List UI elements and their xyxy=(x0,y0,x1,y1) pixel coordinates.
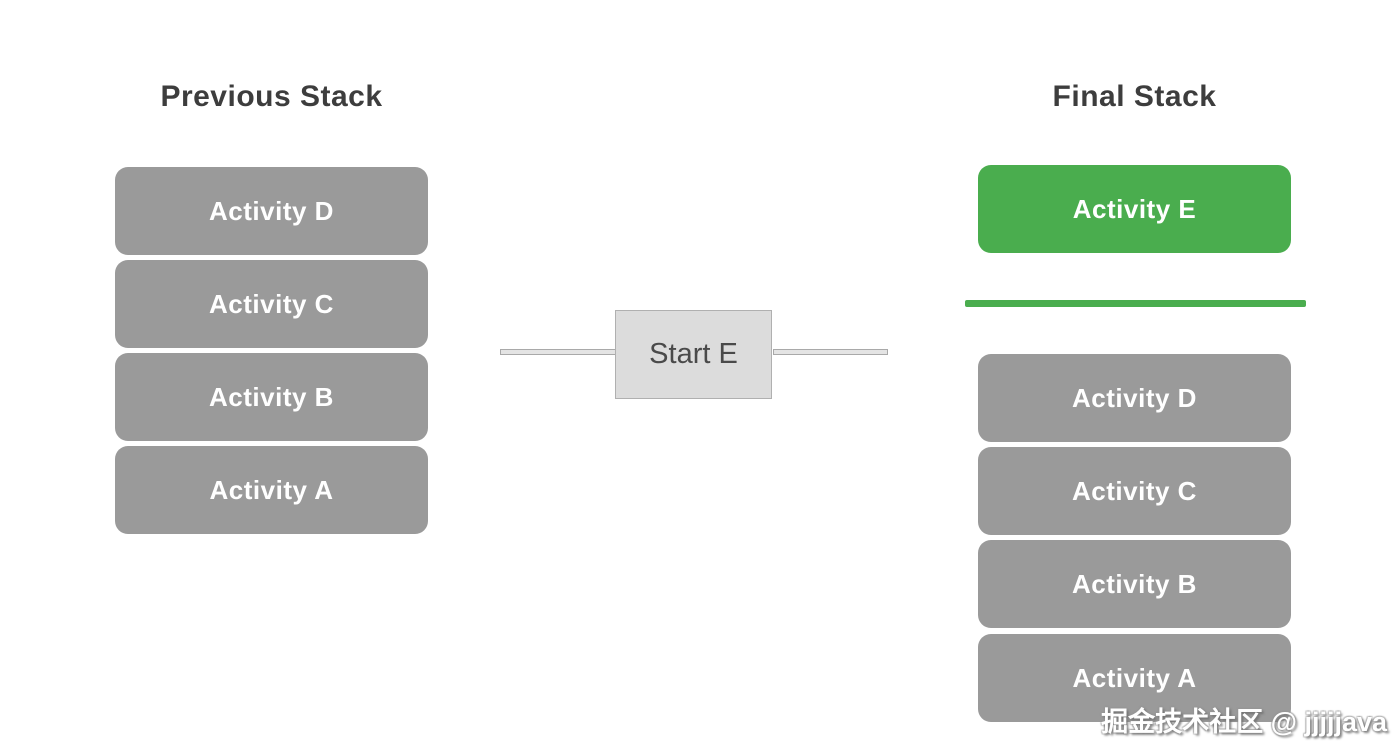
final-stack-activity-c-box: Activity C xyxy=(978,447,1291,535)
previous-stack-activity-b-box: Activity B xyxy=(115,353,428,441)
final-stack-title: Final Stack xyxy=(1052,80,1217,113)
previous-stack-activity-d-box: Activity D xyxy=(115,167,428,255)
final-stack-activity-d-box: Activity D xyxy=(978,354,1291,442)
final-stack-activity-e-box: Activity E xyxy=(978,165,1291,253)
stack-separator-line xyxy=(965,300,1306,307)
connector-line-right xyxy=(773,349,888,355)
previous-stack-title: Previous Stack xyxy=(160,80,383,113)
previous-stack-activity-c-box: Activity C xyxy=(115,260,428,348)
start-e-action-box: Start E xyxy=(615,310,772,399)
watermark-text: 掘金技术社区 @ jjjjjava xyxy=(1101,707,1387,737)
final-stack-activity-b-box: Activity B xyxy=(978,540,1291,628)
connector-line-left xyxy=(500,349,616,355)
final-stack-activity-a-box: Activity A xyxy=(978,634,1291,722)
previous-stack-activity-a-box: Activity A xyxy=(115,446,428,534)
